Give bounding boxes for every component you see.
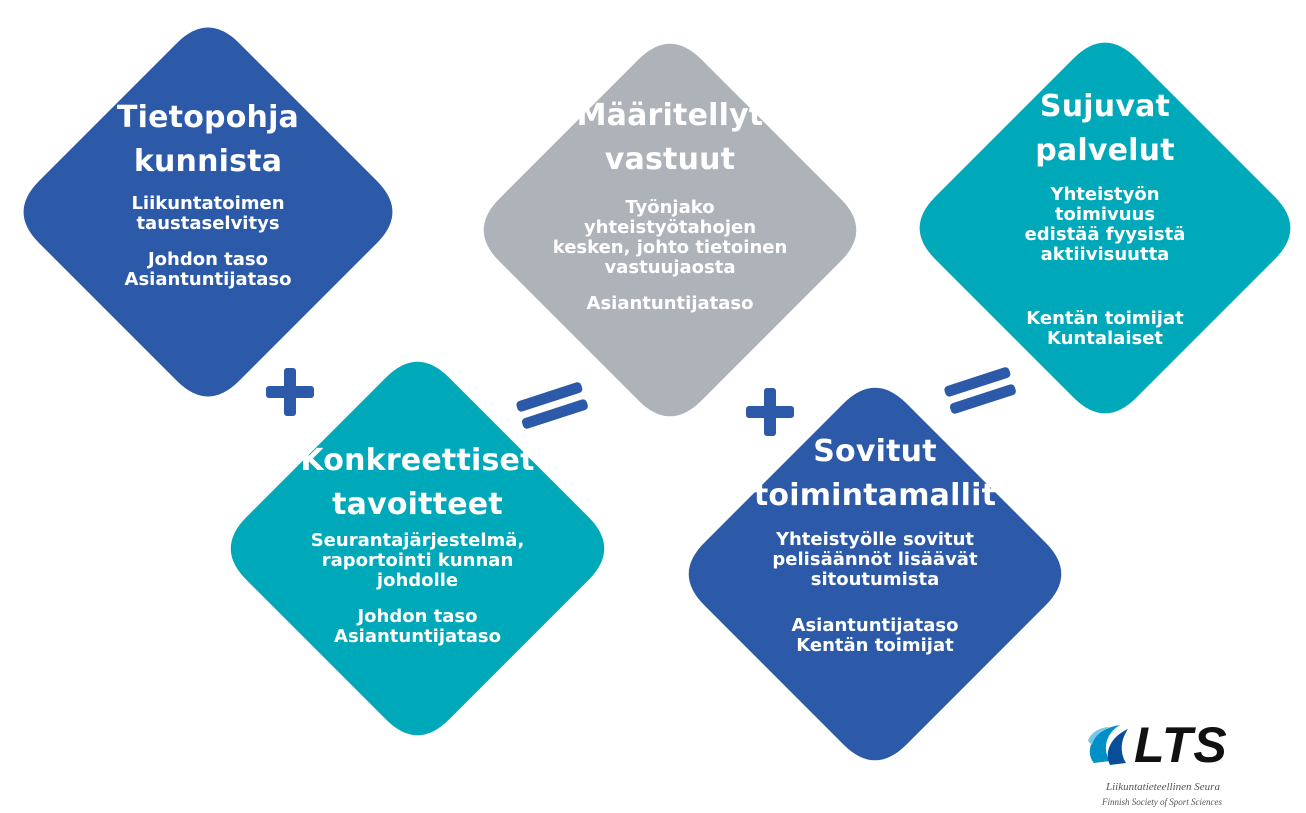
box-levels: Asiantuntijataso (586, 293, 754, 314)
diamond-shape (483, 43, 857, 417)
diamond-shape (230, 361, 605, 736)
diamond-shape (23, 27, 393, 397)
equals-operator (516, 382, 588, 429)
lts-name-en: Finnish Society of Sport Sciences (1102, 797, 1222, 807)
lts-mark: LTS (1134, 717, 1228, 773)
lts-name-fi: Liikuntatieteellinen Seura (1106, 781, 1220, 793)
lts-swoosh-icon (1088, 725, 1128, 765)
diamond-shape (688, 387, 1062, 761)
plus-operator (746, 388, 794, 436)
plus-operator (266, 368, 314, 416)
lts-logo: LTS Liikuntatieteellinen Seura Finnish S… (1080, 715, 1280, 810)
diamond-shape (919, 42, 1291, 414)
equals-operator (944, 367, 1016, 414)
